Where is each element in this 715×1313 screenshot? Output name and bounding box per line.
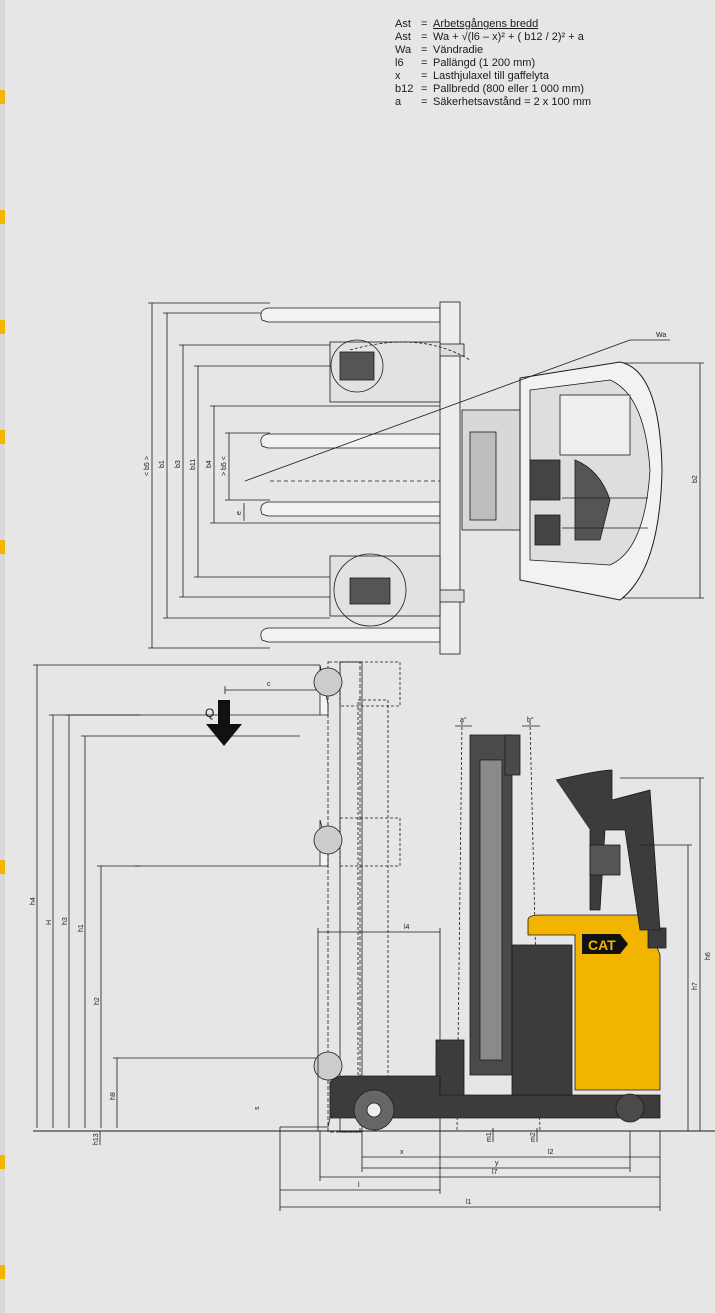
- drive-wheel-side: [615, 1093, 645, 1123]
- legend-text: Säkerhetsavstånd = 2 x 100 mm: [433, 96, 592, 108]
- label-b1: b1: [159, 460, 166, 468]
- label-b11: b11: [190, 459, 197, 470]
- label-m1: m1: [486, 1132, 493, 1142]
- label-wa: Wa: [656, 332, 666, 339]
- truck-mast: [469, 734, 513, 1076]
- left-edge-strip: [0, 0, 5, 1313]
- label-l7: l7: [492, 1169, 498, 1176]
- legend-symbol: Wa: [395, 44, 412, 56]
- truck-yellow-body: [527, 914, 661, 1091]
- legend-equals: =: [421, 44, 428, 56]
- legend-equals: =: [421, 96, 428, 108]
- carriage-roller-mid: [313, 825, 343, 855]
- edge-marker: [0, 430, 5, 444]
- load-wheel-bottom: [333, 553, 407, 627]
- fork-inner-bottom: [260, 501, 441, 517]
- label-b5-inner: > b5 <: [221, 456, 228, 476]
- edge-marker: [0, 1155, 5, 1169]
- label-h1: h1: [78, 924, 85, 932]
- fork-outer-bottom: [260, 627, 441, 643]
- edge-marker: [0, 320, 5, 334]
- turning-radius-line: [244, 339, 631, 482]
- label-h2: h2: [94, 997, 101, 1005]
- legend-symbol: b12: [395, 83, 414, 95]
- top-view-drawing: < b5 > b1 b3 b11 b4 > b5 < e b2 Wa: [144, 301, 704, 655]
- legend-row: a = Säkerhetsavstånd = 2 x 100 mm: [395, 96, 695, 109]
- fork-side-top: [135, 664, 329, 716]
- legend-row: Ast = Wa + √(l6 – x)² + ( b12 / 2)² + a: [395, 31, 695, 44]
- edge-marker: [0, 540, 5, 554]
- formula-legend: Ast = Arbetsgångens bredd Ast = Wa + √(l…: [395, 18, 695, 109]
- label-b2: b2: [692, 475, 699, 483]
- legend-text: Arbetsgångens bredd: [433, 18, 539, 30]
- label-e: e: [236, 511, 243, 515]
- fork-side-mid: [135, 819, 329, 867]
- overhead-guard: [555, 769, 661, 931]
- load-wheel-side: [353, 1089, 395, 1131]
- legend-row: x = Lasthjulaxel till gaffelyta: [395, 70, 695, 83]
- edge-marker: [0, 210, 5, 224]
- label-h13: h13: [93, 1133, 100, 1145]
- legend-equals: =: [421, 18, 428, 30]
- label-h8: h8: [110, 1092, 117, 1100]
- legend-symbol: Ast: [395, 31, 411, 43]
- label-b3: b3: [175, 460, 182, 468]
- legend-symbol: Ast: [395, 18, 411, 30]
- edge-marker: [0, 860, 5, 874]
- legend-text: Wa + √(l6 – x)² + ( b12 / 2)² + a: [433, 31, 584, 43]
- fork-side-low: [280, 1058, 331, 1128]
- label-beta: b°: [527, 716, 534, 724]
- legend-row: Wa = Vändradie: [395, 44, 695, 57]
- cat-logo-icon: CAT: [582, 934, 628, 954]
- label-l1: l1: [466, 1199, 472, 1206]
- fork-outer-top: [260, 307, 441, 323]
- label-y: y: [495, 1160, 499, 1167]
- legend-symbol: l6: [395, 57, 404, 69]
- label-alpha: a°: [460, 716, 467, 724]
- mast-side-dashed: [327, 661, 361, 1133]
- legend-text: Vändradie: [433, 44, 484, 56]
- label-h4: h4: [30, 897, 37, 905]
- label-x: x: [400, 1149, 404, 1156]
- edge-marker: [0, 1265, 5, 1279]
- truck-chassis-side: [329, 1075, 661, 1119]
- legend-equals: =: [421, 31, 428, 43]
- edge-marker: [0, 90, 5, 104]
- operator-compartment: [559, 394, 631, 456]
- carriage-roller-top: [313, 667, 343, 697]
- legend-equals: =: [421, 57, 428, 69]
- legend-row: Ast = Arbetsgångens bredd: [395, 18, 695, 31]
- load-arrow-icon: [206, 700, 242, 746]
- label-h6: h6: [705, 952, 712, 960]
- fork-carriage: [439, 301, 461, 655]
- load-wheel-top: [330, 339, 384, 393]
- legend-row: l6 = Pallängd (1 200 mm): [395, 57, 695, 70]
- label-H: H: [46, 920, 53, 925]
- label-c: c: [267, 681, 271, 688]
- legend-row: b12 = Pallbredd (800 eller 1 000 mm): [395, 83, 695, 96]
- legend-equals: =: [421, 83, 428, 95]
- fork-inner-top: [260, 433, 441, 449]
- label-h3: h3: [62, 917, 69, 925]
- legend-symbol: x: [395, 70, 401, 82]
- legend-equals: =: [421, 70, 428, 82]
- label-m2: m2: [530, 1132, 537, 1142]
- label-q: Q: [205, 706, 214, 720]
- label-l4: l4: [404, 924, 410, 931]
- label-l: l: [358, 1182, 360, 1189]
- logo-text: CAT: [588, 937, 616, 953]
- legend-text: Pallängd (1 200 mm): [433, 57, 536, 69]
- label-s: s: [254, 1106, 261, 1110]
- label-b5: < b5 >: [144, 456, 151, 476]
- legend-text: Lasthjulaxel till gaffelyta: [433, 70, 549, 82]
- label-b4: b4: [206, 460, 213, 468]
- label-h7: h7: [692, 982, 699, 990]
- legend-text: Pallbredd (800 eller 1 000 mm): [433, 83, 585, 95]
- label-l2: l2: [548, 1149, 554, 1156]
- legend-symbol: a: [395, 96, 402, 108]
- carriage-roller-low: [313, 1051, 343, 1081]
